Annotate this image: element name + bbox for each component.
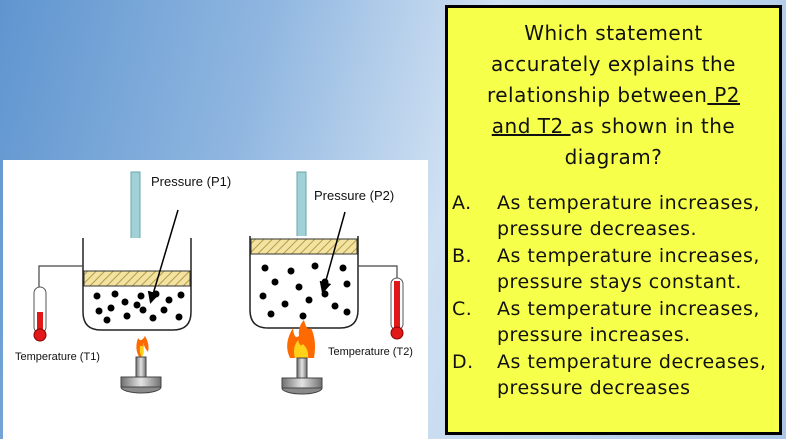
thermometer-left	[33, 286, 47, 342]
piston-left	[83, 270, 191, 287]
burner-right	[281, 320, 323, 395]
diagram-panel: Pressure (P1) Pressure (P2) Temperature …	[3, 160, 428, 439]
label-temperature-t1: Temperature (T1)	[15, 351, 100, 363]
question-line: and T2 as shown in the	[491, 114, 736, 138]
gas-law-diagram	[33, 171, 404, 395]
burner-left	[120, 336, 162, 394]
option-letter: D.	[452, 351, 474, 373]
gas-particles-left	[93, 290, 185, 324]
question-line: accurately explains the	[491, 52, 736, 76]
label-pressure-p2: Pressure (P2)	[314, 188, 395, 203]
container-right	[249, 171, 404, 395]
question-line: relationship between P2	[486, 83, 741, 107]
container-left	[33, 171, 192, 394]
question-box: Which statement accurately explains the …	[445, 5, 782, 435]
option-letter: C.	[452, 298, 473, 320]
piston-right	[250, 238, 358, 255]
option-letter: A.	[452, 192, 472, 214]
label-temperature-t2: Temperature (T2)	[328, 346, 413, 358]
thermometer-right	[390, 277, 404, 340]
piston-rod-right	[296, 171, 307, 241]
question-text: Which statement accurately explains the …	[448, 18, 779, 173]
underlined-text: P2	[707, 83, 741, 107]
label-pressure-p1: Pressure (P1)	[151, 174, 232, 189]
underlined-text: and T2	[491, 114, 571, 138]
question-line: diagram?	[564, 145, 663, 169]
question-line: Which statement	[524, 21, 703, 45]
option-letter: B.	[452, 245, 473, 267]
